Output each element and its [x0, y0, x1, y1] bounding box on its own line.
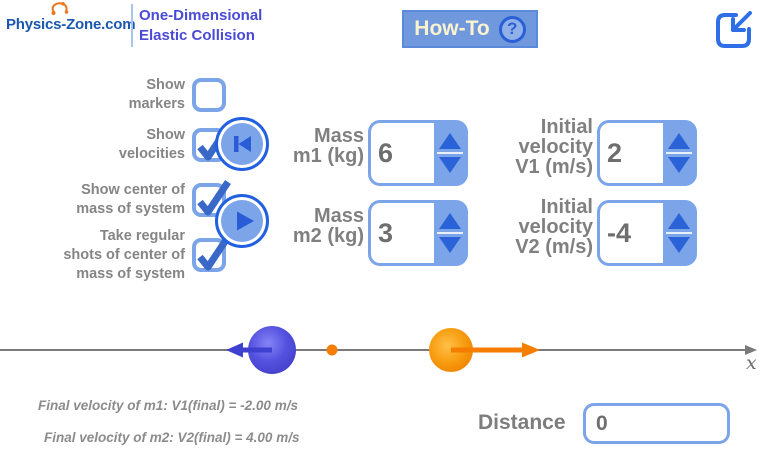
- take-regular-shots-checkbox[interactable]: [192, 235, 231, 272]
- distance-label: Distance: [478, 411, 566, 434]
- x-axis-arrowhead: [745, 345, 757, 355]
- checkmark-icon: [197, 180, 231, 216]
- spinner-up-icon[interactable]: [667, 133, 690, 149]
- velocity-v1-input[interactable]: [600, 123, 663, 183]
- final-velocity-m2-text: Final velocity of m2: V2(final) = 4.00 m…: [44, 430, 300, 445]
- checkbox-label: Show velocities: [118, 127, 185, 162]
- checkmark-icon: [197, 235, 231, 271]
- checkbox-row-show-center-of-mass: Show center of mass of system: [0, 177, 231, 223]
- final-velocity-m1-text: Final velocity of m1: V1(final) = -2.00 …: [38, 398, 298, 413]
- mass-m2-arrows: [434, 203, 465, 263]
- center-of-mass-marker: [326, 344, 338, 356]
- v2-arrowhead: [522, 342, 540, 358]
- spinner-separator: [665, 152, 692, 154]
- header-divider: [131, 4, 133, 47]
- question-mark-icon: ?: [498, 15, 526, 43]
- how-to-label: How-To: [414, 17, 490, 40]
- spinner-up-icon[interactable]: [667, 213, 690, 229]
- mass-m1-input[interactable]: [371, 123, 434, 183]
- velocity-v2-input[interactable]: [600, 203, 663, 263]
- show-markers-checkbox[interactable]: [192, 78, 226, 112]
- spinner-up-icon[interactable]: [438, 213, 461, 229]
- checkbox-row-show-velocities: Show velocities: [0, 122, 231, 168]
- v1-arrowhead: [226, 342, 243, 358]
- mass-m1-arrows: [434, 123, 465, 183]
- spinner-separator: [436, 232, 463, 234]
- spinner-down-icon[interactable]: [667, 157, 690, 173]
- checkbox-label: Show center of mass of system: [76, 182, 185, 217]
- mass-m1-spinner: [368, 120, 468, 186]
- spinner-down-icon[interactable]: [438, 237, 461, 253]
- skip-to-start-icon: [234, 136, 251, 152]
- velocity-v2-spinner: [597, 200, 697, 266]
- exit-fullscreen-icon[interactable]: [708, 4, 760, 56]
- atom-icon: [51, 2, 69, 15]
- velocity-v2-label: Initial velocity V2 (m/s): [515, 196, 593, 258]
- play-button[interactable]: [215, 194, 269, 248]
- spinner-down-icon[interactable]: [438, 157, 461, 173]
- how-to-button[interactable]: How-To ?: [402, 10, 538, 48]
- velocity-v1-spinner: [597, 120, 697, 186]
- velocity-v2-arrows: [663, 203, 694, 263]
- mass-m1-label: Mass m1 (kg): [292, 125, 364, 167]
- spinner-separator: [665, 232, 692, 234]
- mass-m2-input[interactable]: [371, 203, 434, 263]
- spinner-separator: [436, 152, 463, 154]
- mass-m2-spinner: [368, 200, 468, 266]
- play-icon: [237, 211, 254, 231]
- checkbox-label: Show markers: [128, 77, 185, 112]
- velocity-v1-label: Initial velocity V1 (m/s): [515, 116, 593, 178]
- page-title: One-Dimensional Elastic Collision: [139, 7, 263, 44]
- reset-button[interactable]: [215, 117, 269, 171]
- simulation-canvas: [0, 326, 757, 374]
- x-axis-label: x: [746, 352, 757, 374]
- mass-m2-label: Mass m2 (kg): [292, 205, 364, 247]
- spinner-down-icon[interactable]: [667, 237, 690, 253]
- logo-physics-zone[interactable]: Physics-Zone.com: [6, 16, 136, 33]
- checkbox-row-show-markers: Show markers: [0, 72, 226, 118]
- distance-input[interactable]: [583, 403, 730, 444]
- spinner-up-icon[interactable]: [438, 133, 461, 149]
- velocity-v1-arrows: [663, 123, 694, 183]
- checkbox-row-take-regular-shots: Take regular shots of center of mass of …: [0, 226, 231, 284]
- checkbox-label: Take regular shots of center of mass of …: [63, 227, 185, 282]
